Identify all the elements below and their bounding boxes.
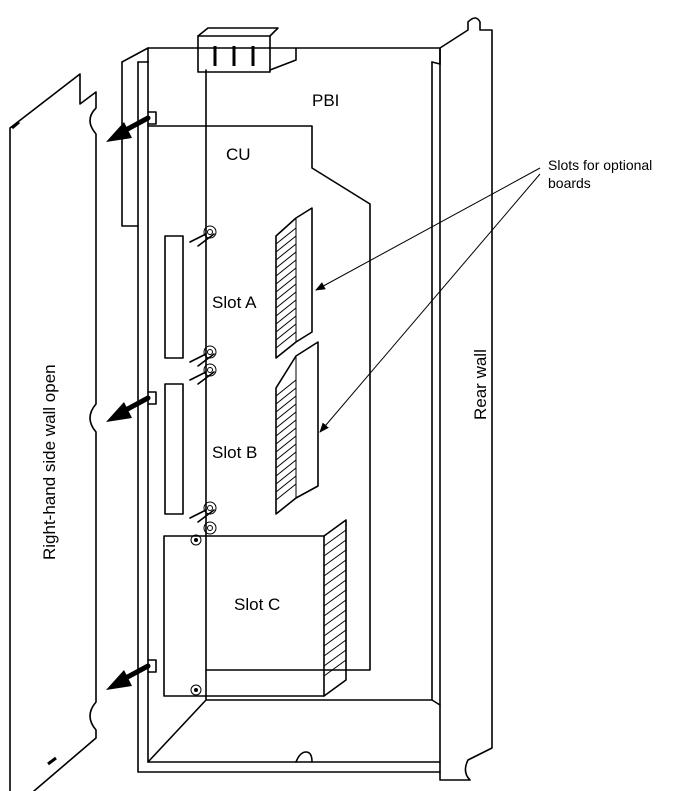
- slots-note-line1: Slots for optional: [548, 157, 652, 173]
- slots-note-line2: boards: [548, 175, 591, 191]
- enclosure-frame: [121, 47, 441, 773]
- slot-leader-arrows: [315, 167, 541, 433]
- slot-c-board: [163, 519, 347, 697]
- top-connector: [197, 27, 279, 73]
- slot-c-label: Slot C: [234, 595, 280, 614]
- rear-wall-panel: [431, 17, 493, 781]
- rear-wall-label: Rear wall: [471, 349, 490, 420]
- cu-board: [147, 125, 371, 671]
- cu-label: CU: [226, 145, 251, 164]
- slot-c-pins: [323, 529, 347, 677]
- slot-b-pins: [275, 379, 297, 501]
- side-wall-panel: [9, 73, 97, 791]
- side-latches: [147, 111, 157, 673]
- slot-b-label: Slot B: [212, 443, 257, 462]
- slot-a-label: Slot A: [212, 293, 257, 312]
- open-direction-arrows: [106, 115, 151, 690]
- slot-b-assembly: [164, 341, 319, 523]
- side-wall-label: Right-hand side wall open: [40, 364, 59, 560]
- slot-a-pins: [275, 227, 297, 349]
- slot-a-assembly: [164, 207, 313, 367]
- pbi-label: PBI: [312, 91, 339, 110]
